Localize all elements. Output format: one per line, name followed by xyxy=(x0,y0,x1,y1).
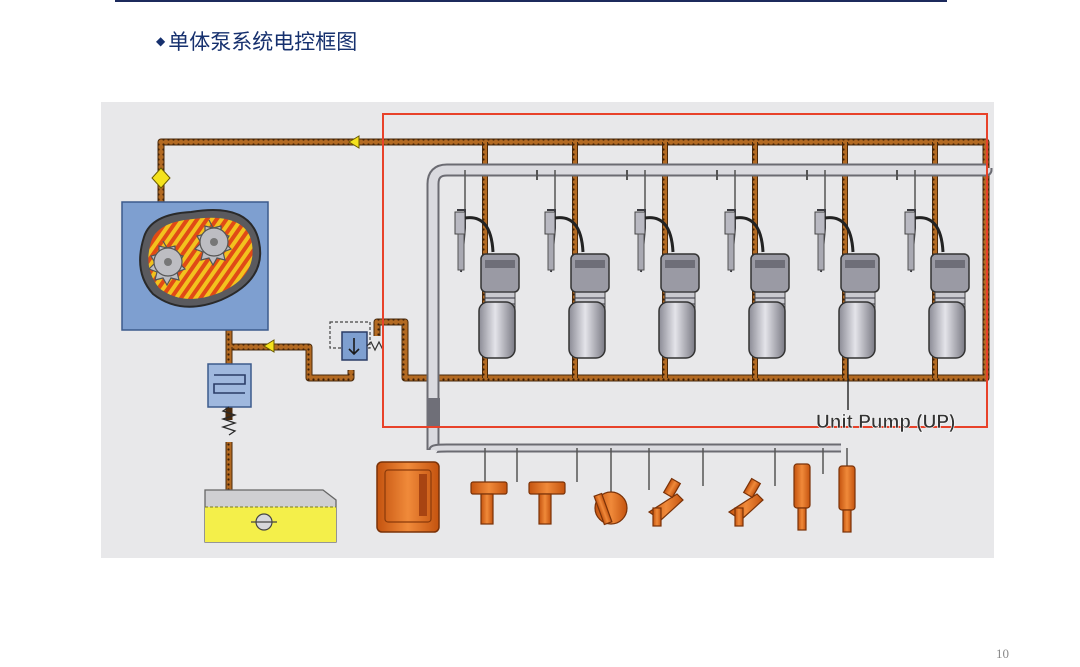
wiring-harness xyxy=(426,163,993,492)
page-number: 10 xyxy=(996,646,1009,661)
unit-pump xyxy=(634,209,700,359)
sensor xyxy=(838,465,856,533)
sensor xyxy=(528,481,566,525)
unit-pump xyxy=(454,209,520,359)
unit-pump-array xyxy=(454,209,970,359)
title-bullet-icon: ◆ xyxy=(156,34,166,48)
gear-pump xyxy=(121,201,269,331)
flow-arrow-icons xyxy=(263,135,360,353)
slide-title-text: 单体泵系统电控框图 xyxy=(168,30,358,54)
unit-pump xyxy=(544,209,610,359)
pressure-relief-valve xyxy=(329,321,384,361)
fuel-tank xyxy=(204,489,337,543)
unit-pump-label: Unit Pump (UP) xyxy=(816,412,955,433)
unit-pump xyxy=(814,209,880,359)
sensor xyxy=(593,491,628,526)
slide-title: ◆单体泵系统电控框图 xyxy=(156,26,357,56)
unit-pump xyxy=(904,209,970,359)
sensor xyxy=(727,477,764,527)
sensor-row xyxy=(470,463,856,533)
check-valve-icon xyxy=(151,167,171,189)
fuel-filter xyxy=(207,363,252,408)
unit-pump-control-diagram: Unit Pump (UP) xyxy=(101,102,994,558)
unit-pump xyxy=(724,209,790,359)
sensor xyxy=(647,477,684,527)
top-rule xyxy=(115,0,947,2)
sensor xyxy=(793,463,811,531)
ecu-controller xyxy=(376,461,440,533)
spring-icon xyxy=(220,406,238,436)
unit-pump-highlight-frame xyxy=(382,113,988,428)
sensor xyxy=(470,481,508,525)
